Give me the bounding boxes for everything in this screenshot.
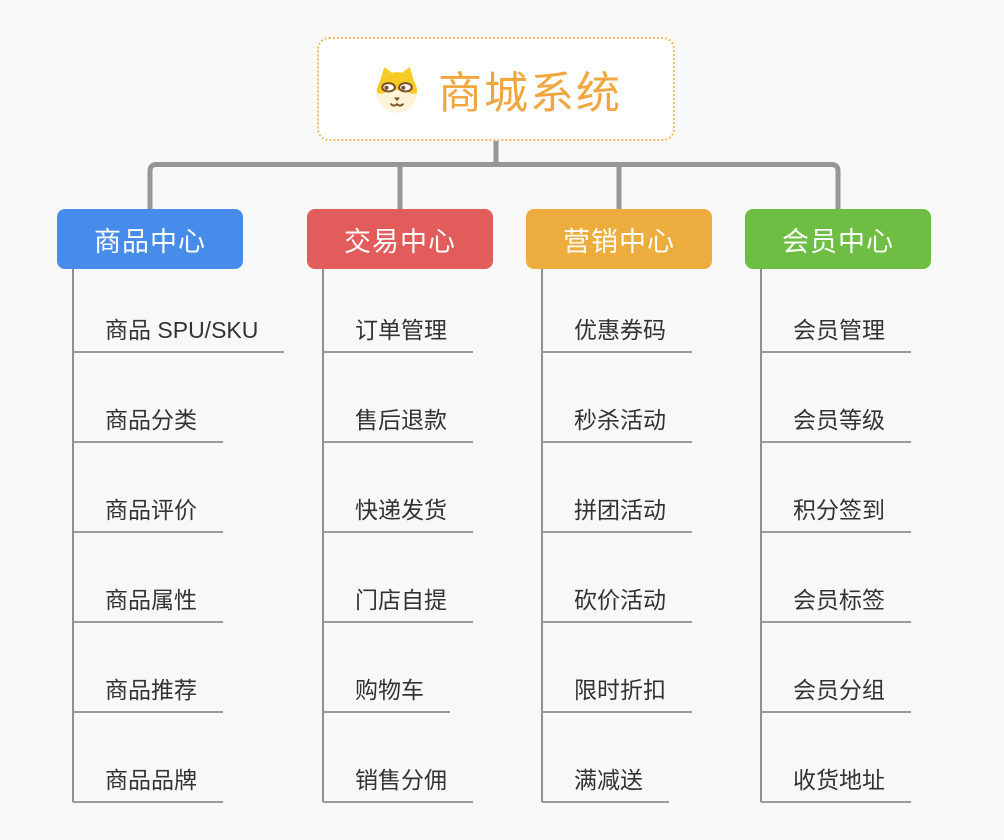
leaf-node: 砍价活动 (542, 533, 692, 623)
leaf-node-label[interactable]: 积分签到 (761, 491, 911, 533)
leaf-node-label[interactable]: 限时折扣 (542, 671, 692, 713)
branch-label: 会员中心 (782, 226, 894, 257)
leaf-node-label[interactable]: 会员等级 (761, 401, 911, 443)
leaf-node-label[interactable]: 满减送 (542, 761, 669, 803)
leaf-node-label[interactable]: 售后退款 (323, 401, 473, 443)
leaf-node-label[interactable]: 收货地址 (761, 761, 911, 803)
leaf-node: 拼团活动 (542, 443, 692, 533)
leaf-node-label[interactable]: 订单管理 (323, 311, 473, 353)
leaf-node-label[interactable]: 会员管理 (761, 311, 911, 353)
leaf-node: 商品 SPU/SKU (73, 263, 285, 353)
leaf-node: 商品推荐 (73, 623, 284, 713)
branch-node-member-center[interactable]: 会员中心 (745, 209, 931, 269)
leaf-node: 秒杀活动 (542, 353, 692, 443)
branch-label: 交易中心 (344, 226, 456, 257)
leaf-node-label[interactable]: 商品推荐 (73, 671, 223, 713)
leaf-node: 快递发货 (323, 443, 473, 533)
leaf-node: 收货地址 (761, 713, 911, 803)
leaf-node-label[interactable]: 砍价活动 (542, 581, 692, 623)
leaf-node: 满减送 (542, 713, 692, 803)
leaf-node: 商品品牌 (73, 713, 284, 803)
leaf-node: 优惠券码 (542, 263, 692, 353)
root-node-title: 商城系统 (438, 69, 622, 118)
leaf-node-label[interactable]: 秒杀活动 (542, 401, 692, 443)
leaf-node-label[interactable]: 快递发货 (323, 491, 473, 533)
leaf-node-label[interactable]: 会员分组 (761, 671, 911, 713)
leaf-node: 商品属性 (73, 533, 284, 623)
branch-items-member-center: 会员管理 会员等级 积分签到 会员标签 会员分组 收货地址 (761, 263, 911, 803)
leaf-node: 商品分类 (73, 353, 284, 443)
leaf-node: 售后退款 (323, 353, 473, 443)
branch-items-marketing-center: 优惠券码 秒杀活动 拼团活动 砍价活动 限时折扣 满减送 (542, 263, 692, 803)
branch-items-product-center: 商品 SPU/SKU 商品分类 商品评价 商品属性 商品推荐 商品品牌 (73, 263, 285, 803)
leaf-node: 订单管理 (323, 263, 473, 353)
leaf-node-label[interactable]: 门店自提 (323, 581, 473, 623)
leaf-node-label[interactable]: 商品属性 (73, 581, 223, 623)
leaf-node-label[interactable]: 销售分佣 (323, 761, 473, 803)
leaf-node-label[interactable]: 购物车 (323, 671, 450, 713)
leaf-node-label[interactable]: 会员标签 (761, 581, 911, 623)
branch-node-trade-center[interactable]: 交易中心 (307, 209, 493, 269)
leaf-node-label[interactable]: 优惠券码 (542, 311, 692, 353)
leaf-node: 积分签到 (761, 443, 911, 533)
branch-node-marketing-center[interactable]: 营销中心 (526, 209, 712, 269)
leaf-node: 商品评价 (73, 443, 284, 533)
leaf-node: 会员管理 (761, 263, 911, 353)
root-node[interactable]: 商城系统 (317, 37, 675, 141)
branch-label: 营销中心 (563, 226, 675, 257)
branch-label: 商品中心 (94, 226, 206, 257)
leaf-node: 销售分佣 (323, 713, 473, 803)
leaf-node-label[interactable]: 商品品牌 (73, 761, 223, 803)
leaf-node-label[interactable]: 商品 SPU/SKU (73, 311, 285, 353)
leaf-node: 会员分组 (761, 623, 911, 713)
leaf-node-label[interactable]: 商品分类 (73, 401, 223, 443)
leaf-node: 门店自提 (323, 533, 473, 623)
dog-icon (376, 67, 418, 113)
leaf-node: 购物车 (323, 623, 473, 713)
branch-node-product-center[interactable]: 商品中心 (57, 209, 243, 269)
leaf-node-label[interactable]: 商品评价 (73, 491, 223, 533)
leaf-node: 限时折扣 (542, 623, 692, 713)
leaf-node-label[interactable]: 拼团活动 (542, 491, 692, 533)
leaf-node: 会员标签 (761, 533, 911, 623)
leaf-node: 会员等级 (761, 353, 911, 443)
branch-items-trade-center: 订单管理 售后退款 快递发货 门店自提 购物车 销售分佣 (323, 263, 473, 803)
